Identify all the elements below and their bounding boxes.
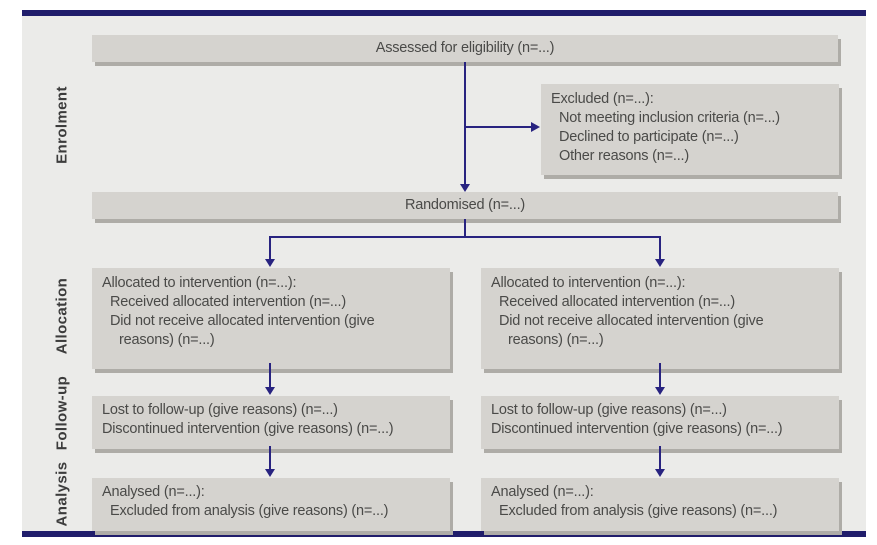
stage-label-enrolment: Enrolment — [53, 86, 71, 164]
analysis-box-right: Analysed (n=...): Excluded from analysis… — [481, 478, 839, 531]
excluded-line: Declined to participate (n=...) — [559, 129, 739, 145]
allocation-line: Received allocated intervention (n=...) — [499, 294, 736, 310]
stage-label-follow-up: Follow-up — [53, 375, 71, 451]
assessed-for-eligibility-box: Assessed for eligibility (n=...) — [92, 35, 838, 62]
arrow-assessed-to-randomised — [464, 62, 466, 184]
excluded-line: Other reasons (n=...) — [559, 148, 689, 164]
analysis-box-left: Analysed (n=...): Excluded from analysis… — [92, 478, 450, 531]
allocation-box-right: Allocated to intervention (n=...): Recei… — [481, 268, 839, 369]
arrow-to-analysis-left — [269, 446, 271, 470]
excluded-line: Excluded (n=...): — [551, 91, 654, 107]
arrow-to-analysis-right — [659, 446, 661, 470]
allocation-line: Received allocated intervention (n=...) — [110, 294, 347, 310]
arrowhead-right-icon — [531, 122, 540, 132]
followup-line: Lost to follow-up (give reasons) (n=...) — [102, 402, 338, 418]
analysis-line: Analysed (n=...): — [102, 484, 205, 500]
allocation-line: Did not receive allocated intervention (… — [110, 313, 375, 329]
followup-line: Discontinued intervention (give reasons)… — [102, 421, 394, 437]
branch-split-line — [269, 236, 661, 238]
arrowhead-down-icon — [460, 184, 470, 192]
followup-line: Discontinued intervention (give reasons)… — [491, 421, 783, 437]
randomised-box: Randomised (n=...) — [92, 192, 838, 219]
allocation-box-left: Allocated to intervention (n=...): Recei… — [92, 268, 450, 369]
analysis-line: Excluded from analysis (give reasons) (n… — [499, 503, 778, 519]
stage-label-allocation: Allocation — [53, 277, 71, 355]
allocation-line: Did not receive allocated intervention (… — [499, 313, 764, 329]
excluded-box: Excluded (n=...): Not meeting inclusion … — [541, 84, 839, 175]
arrowhead-down-icon — [265, 469, 275, 477]
analysis-line: Analysed (n=...): — [491, 484, 594, 500]
followup-box-right: Lost to follow-up (give reasons) (n=...)… — [481, 396, 839, 449]
arrow-to-excluded — [465, 126, 531, 128]
analysis-line: Excluded from analysis (give reasons) (n… — [110, 503, 389, 519]
top-rule-bar — [22, 10, 866, 16]
assessed-for-eligibility-text: Assessed for eligibility (n=...) — [375, 40, 555, 56]
excluded-line: Not meeting inclusion criteria (n=...) — [559, 110, 780, 126]
arrow-to-allocation-right — [659, 236, 661, 260]
allocation-line: Allocated to intervention (n=...): — [102, 275, 297, 291]
allocation-line: reasons) (n=...) — [119, 332, 215, 348]
bottom-rule-bar — [22, 531, 866, 537]
arrow-to-allocation-left — [269, 236, 271, 260]
randomised-stem-line — [464, 219, 466, 237]
arrow-to-followup-right — [659, 363, 661, 388]
followup-box-left: Lost to follow-up (give reasons) (n=...)… — [92, 396, 450, 449]
arrowhead-down-icon — [265, 387, 275, 395]
followup-line: Lost to follow-up (give reasons) (n=...) — [491, 402, 727, 418]
randomised-text: Randomised (n=...) — [404, 197, 526, 213]
arrow-to-followup-left — [269, 363, 271, 388]
stage-label-analysis: Analysis — [53, 461, 71, 527]
arrowhead-down-icon — [265, 259, 275, 267]
arrowhead-down-icon — [655, 469, 665, 477]
allocation-line: reasons) (n=...) — [508, 332, 604, 348]
arrowhead-down-icon — [655, 387, 665, 395]
allocation-line: Allocated to intervention (n=...): — [491, 275, 686, 291]
arrowhead-down-icon — [655, 259, 665, 267]
